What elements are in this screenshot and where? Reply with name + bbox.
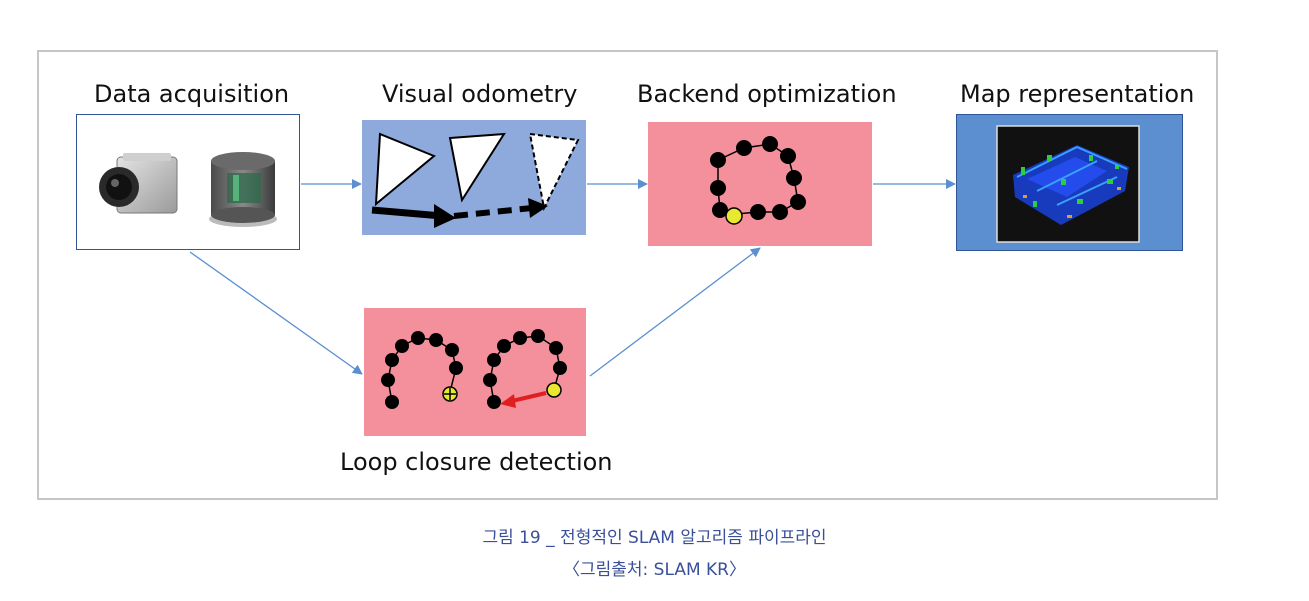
figure-source: 〈그림출처: SLAM KR〉 xyxy=(562,560,746,580)
loop-closure-panel xyxy=(364,308,586,436)
stage-title-loop-closure-detection: Loop closure detection xyxy=(340,448,613,476)
visual-odometry-graphic xyxy=(371,132,580,228)
figure-caption: 그림 19 _ 전형적인 SLAM 알고리즘 파이프라인 xyxy=(482,528,827,548)
current-pose-node xyxy=(725,207,743,225)
arrow-acquisition-to-loop xyxy=(189,251,363,375)
stage-title-visual-odometry: Visual odometry xyxy=(382,80,578,108)
pose-graph-optimized xyxy=(710,136,806,225)
point-cloud-map-image xyxy=(996,125,1140,243)
lidar-icon xyxy=(209,152,277,227)
stage-title-map-representation: Map representation xyxy=(960,80,1195,108)
stage-title-data-acquisition: Data acquisition xyxy=(94,80,290,108)
sensor-images xyxy=(99,152,277,227)
current-pose-node xyxy=(546,382,562,398)
visual-odometry-panel xyxy=(362,120,586,235)
stage-title-backend-optimization: Backend optimization xyxy=(637,80,897,108)
camera-icon xyxy=(99,153,178,214)
pose-graph-loop-closure xyxy=(381,329,567,409)
crosshair-node-icon xyxy=(442,386,458,402)
map-representation-panel xyxy=(956,114,1183,251)
diagram-frame xyxy=(37,50,1218,500)
loop-closure-arrow xyxy=(511,391,547,403)
backend-optimization-panel xyxy=(648,122,872,246)
arrow-loop-to-backend xyxy=(589,247,761,377)
data-acquisition-box xyxy=(76,114,300,250)
